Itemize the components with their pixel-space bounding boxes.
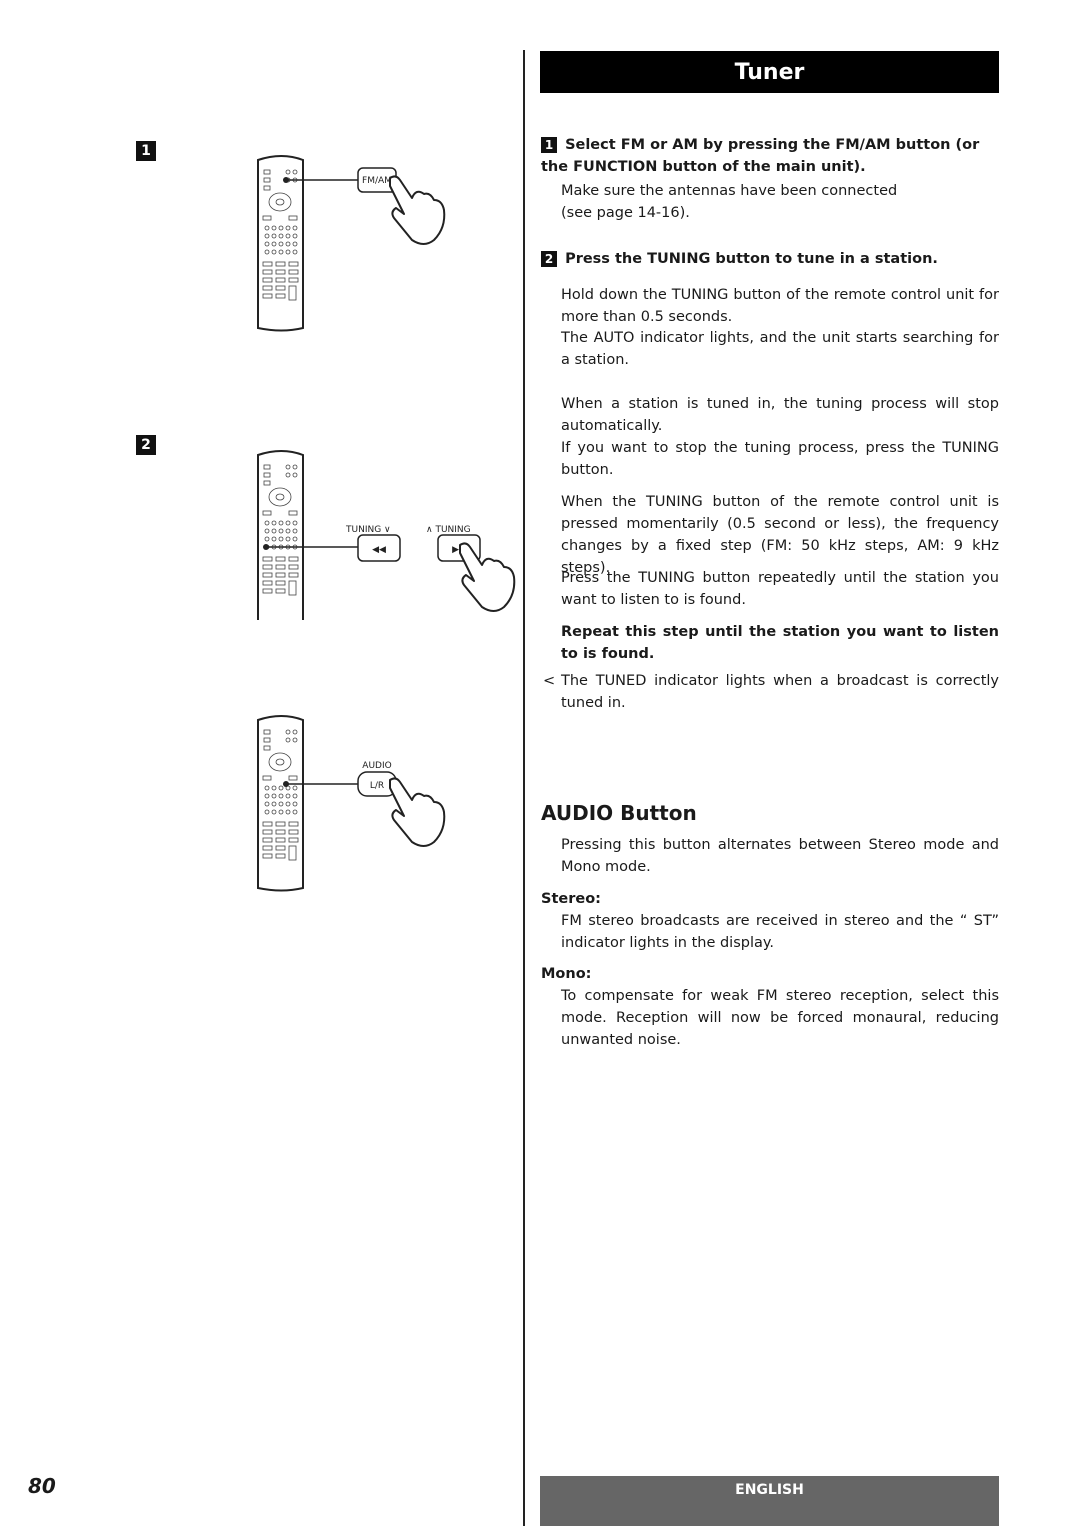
step-2-paragraph-1: Hold down the TUNING button of the remot… <box>561 287 999 325</box>
step-2-paragraph-6: Press the TUNING button repeatedly until… <box>561 570 999 608</box>
rewind-symbol: ◀◀ <box>372 545 386 555</box>
step-2-badge: 2 <box>541 251 557 267</box>
step-1-marker: 1 <box>136 141 156 161</box>
mono-label: Mono: <box>541 966 592 982</box>
fm-am-button-label: FM/AM <box>362 176 392 186</box>
repeat-instruction: Repeat this step until the station you w… <box>561 624 999 662</box>
audio-intro: Pressing this button alternates between … <box>561 837 999 875</box>
tuned-indicator-note: The TUNED indicator lights when a broadc… <box>561 673 999 711</box>
tuning-up-label: ∧ TUNING <box>426 525 471 535</box>
step-2-paragraph-2: The AUTO indicator lights, and the unit … <box>561 330 999 368</box>
stereo-label: Stereo: <box>541 891 601 907</box>
step-1-note-line2: (see page 14-16). <box>561 205 690 221</box>
audio-button-heading: AUDIO Button <box>541 801 697 825</box>
step-1-badge: 1 <box>541 137 557 153</box>
step-2-instruction: 2 Press the TUNING button to tune in a s… <box>541 248 999 270</box>
step-1-text: Select FM or AM by pressing the FM/AM bu… <box>541 137 980 175</box>
step-1-note-line1: Make sure the antennas have been connect… <box>561 183 898 199</box>
remote-illustration-3: AUDIO L/R <box>257 715 446 892</box>
step-1-instruction: 1 Select FM or AM by pressing the FM/AM … <box>541 134 999 178</box>
bullet-mark: < <box>543 673 556 689</box>
stereo-description: FM stereo broadcasts are received in ste… <box>561 913 999 951</box>
mono-description: To compensate for weak FM stereo recepti… <box>561 988 999 1048</box>
step-2-paragraph-5: When the TUNING button of the remote con… <box>561 494 999 576</box>
language-tab: ENGLISH <box>540 1476 999 1526</box>
step-2-marker: 2 <box>136 435 156 455</box>
column-divider <box>523 50 525 1526</box>
step-2-paragraph-4: If you want to stop the tuning process, … <box>561 440 999 478</box>
step-2-text: Press the TUNING button to tune in a sta… <box>565 251 938 267</box>
tuning-down-label: TUNING ∨ <box>345 525 391 535</box>
step-2-paragraph-3: When a station is tuned in, the tuning p… <box>561 396 999 434</box>
page-number: 80 <box>28 1474 56 1498</box>
audio-label: AUDIO <box>362 761 391 771</box>
remote-illustrations-1-2: FM/AM TUNING ∨ ∧ TUNING ◀◀ ▶▶ <box>257 155 516 620</box>
lr-button-label: L/R <box>370 781 384 791</box>
page-title: Tuner <box>540 51 999 93</box>
